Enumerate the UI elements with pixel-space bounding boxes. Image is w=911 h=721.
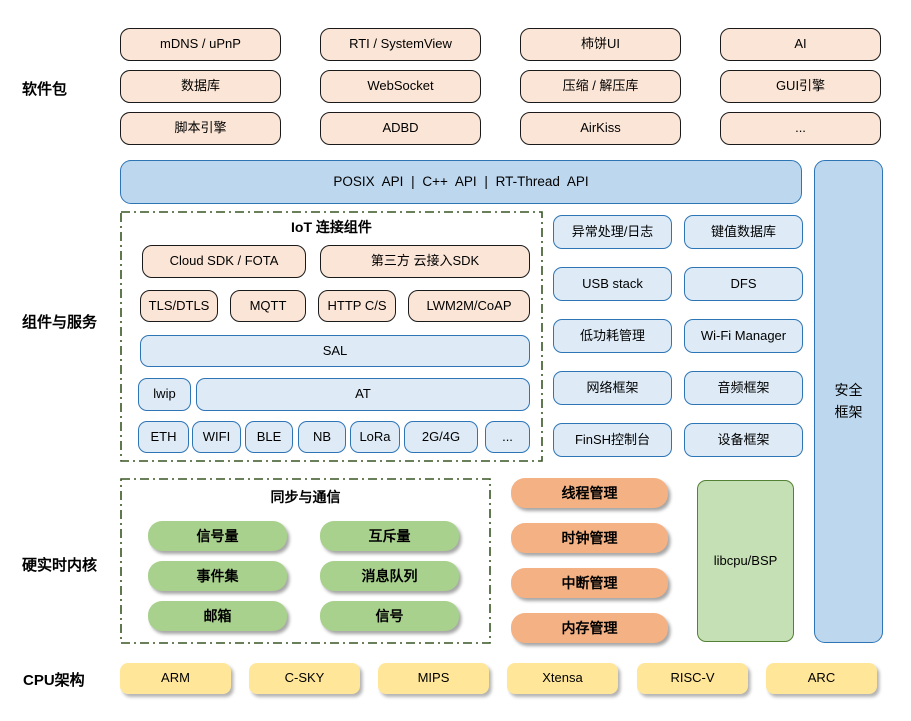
- kernel-box-event-set: 事件集: [148, 561, 287, 591]
- api-layer-bar: POSIX API | C++ API | RT-Thread API: [120, 160, 802, 204]
- section-label-packages: 软件包: [22, 81, 68, 98]
- kernel-box-interrupt-mgmt: 中断管理: [511, 568, 668, 598]
- sync-group-title: 同步与通信: [270, 489, 341, 505]
- security-framework-box: 安全框架: [814, 160, 883, 643]
- service-box-network-fw: 网络框架: [553, 371, 672, 405]
- kernel-box-message-queue: 消息队列: [320, 561, 459, 591]
- iot-box-cloud-sdk: Cloud SDK / FOTA: [142, 245, 306, 278]
- service-box-dfs: DFS: [684, 267, 803, 301]
- section-label-cpu: CPU架构: [23, 672, 85, 689]
- kernel-box-signal: 信号: [320, 601, 459, 631]
- dash-dot-border: [120, 211, 543, 462]
- cpu-box-arc: ARC: [766, 663, 877, 694]
- package-box-websocket: WebSocket: [320, 70, 481, 103]
- iot-group: IoT 连接组件 Cloud SDK / FOTA 第三方 云接入SDK TLS…: [120, 211, 543, 462]
- iot-box-more: ...: [485, 421, 530, 453]
- iot-box-nb: NB: [298, 421, 346, 453]
- kernel-box-semaphore: 信号量: [148, 521, 287, 551]
- kernel-box-memory-mgmt: 内存管理: [511, 613, 668, 643]
- service-box-exception-log: 异常处理/日志: [553, 215, 672, 249]
- dash-dot-border: [120, 478, 491, 644]
- package-box-persimmon-ui: 柿饼UI: [520, 28, 681, 61]
- service-box-low-power: 低功耗管理: [553, 319, 672, 353]
- kernel-box-clock-mgmt: 时钟管理: [511, 523, 668, 553]
- package-box-more: ...: [720, 112, 881, 145]
- package-box-rti-systemview: RTI / SystemView: [320, 28, 481, 61]
- package-box-adbd: ADBD: [320, 112, 481, 145]
- package-box-script-engine: 脚本引擎: [120, 112, 281, 145]
- service-box-audio-fw: 音频框架: [684, 371, 803, 405]
- section-label-kernel: 硬实时内核: [22, 557, 98, 574]
- package-box-database: 数据库: [120, 70, 281, 103]
- cpu-box-xtensa: Xtensa: [507, 663, 618, 694]
- package-box-compression: 压缩 / 解压库: [520, 70, 681, 103]
- iot-box-lwm2m-coap: LWM2M/CoAP: [408, 290, 530, 322]
- iot-box-http-cs: HTTP C/S: [318, 290, 396, 322]
- iot-box-lwip: lwip: [138, 378, 191, 411]
- iot-box-ble: BLE: [245, 421, 293, 453]
- cpu-box-mips: MIPS: [378, 663, 489, 694]
- kernel-box-mailbox: 邮箱: [148, 601, 287, 631]
- iot-box-2g-4g: 2G/4G: [404, 421, 478, 453]
- package-box-gui-engine: GUI引擎: [720, 70, 881, 103]
- service-box-wifi-manager: Wi-Fi Manager: [684, 319, 803, 353]
- package-box-airkiss: AirKiss: [520, 112, 681, 145]
- cpu-box-c-sky: C-SKY: [249, 663, 360, 694]
- iot-box-third-party: 第三方 云接入SDK: [320, 245, 530, 278]
- libcpu-bsp-box: libcpu/BSP: [697, 480, 794, 642]
- iot-box-tls-dtls: TLS/DTLS: [140, 290, 218, 322]
- kernel-box-mutex: 互斥量: [320, 521, 459, 551]
- iot-box-lora: LoRa: [350, 421, 400, 453]
- security-framework-label: 安全框架: [834, 381, 863, 420]
- iot-group-title: IoT 连接组件: [291, 219, 372, 235]
- service-box-usb-stack: USB stack: [553, 267, 672, 301]
- service-box-device-fw: 设备框架: [684, 423, 803, 457]
- iot-box-at: AT: [196, 378, 530, 411]
- section-label-components: 组件与服务: [22, 314, 98, 331]
- service-box-kv-database: 键值数据库: [684, 215, 803, 249]
- iot-box-eth: ETH: [138, 421, 189, 453]
- package-box-mdns-upnp: mDNS / uPnP: [120, 28, 281, 61]
- cpu-box-risc-v: RISC-V: [637, 663, 748, 694]
- iot-box-sal: SAL: [140, 335, 530, 367]
- iot-box-wifi: WIFI: [192, 421, 241, 453]
- kernel-box-thread-mgmt: 线程管理: [511, 478, 668, 508]
- iot-box-mqtt: MQTT: [230, 290, 306, 322]
- cpu-box-arm: ARM: [120, 663, 231, 694]
- package-box-ai: AI: [720, 28, 881, 61]
- service-box-finsh-console: FinSH控制台: [553, 423, 672, 457]
- sync-group: 同步与通信 信号量 互斥量 事件集 消息队列 邮箱 信号: [120, 478, 491, 644]
